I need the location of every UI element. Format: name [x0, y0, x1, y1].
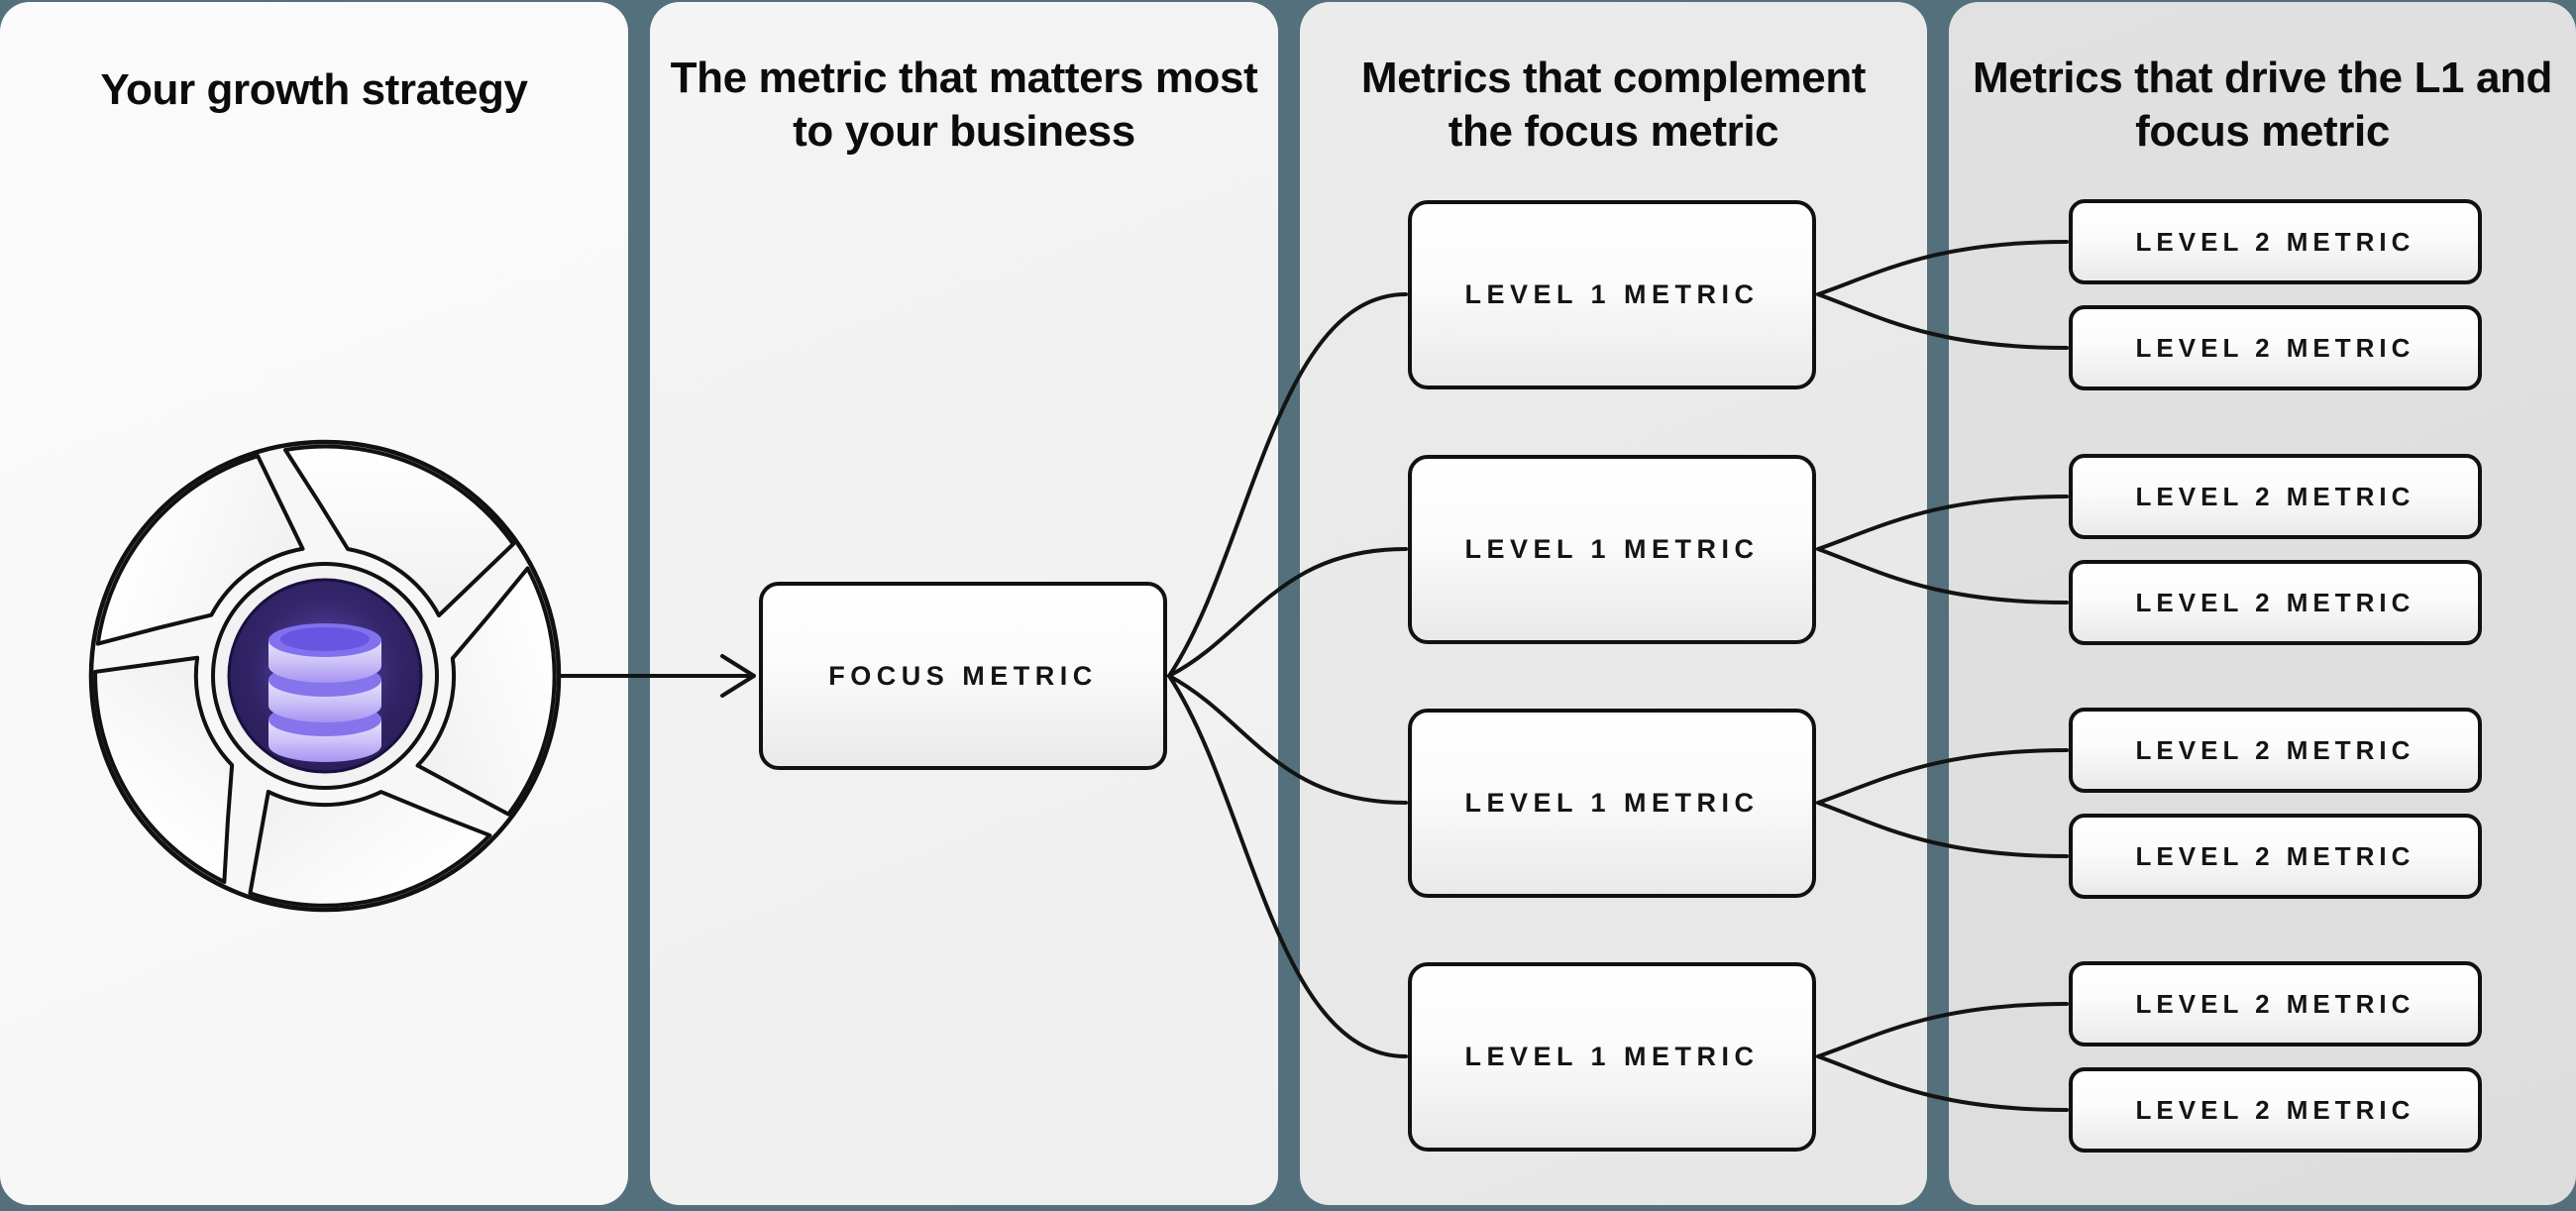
level2-metric-label: LEVEL 2 METRIC: [2135, 587, 2415, 617]
level2-metric-box-3: LEVEL 2 METRIC: [2069, 454, 2482, 539]
database-icon: [268, 623, 381, 762]
level1-metric-label: LEVEL 1 METRIC: [1464, 279, 1760, 309]
level2-metric-box-8: LEVEL 2 METRIC: [2069, 1067, 2482, 1153]
level2-metric-label: LEVEL 2 METRIC: [2135, 734, 2415, 765]
level2-metric-box-1: LEVEL 2 METRIC: [2069, 199, 2482, 284]
level1-metric-label: LEVEL 1 METRIC: [1464, 534, 1760, 564]
level2-metric-label: LEVEL 2 METRIC: [2135, 332, 2415, 363]
level1-metric-box-3: LEVEL 1 METRIC: [1408, 709, 1816, 898]
level1-metric-box-4: LEVEL 1 METRIC: [1408, 962, 1816, 1152]
level1-metric-box-2: LEVEL 1 METRIC: [1408, 455, 1816, 644]
level2-metric-box-6: LEVEL 2 METRIC: [2069, 814, 2482, 899]
level2-metric-label: LEVEL 2 METRIC: [2135, 988, 2415, 1019]
level1-metric-label: LEVEL 1 METRIC: [1464, 1042, 1760, 1071]
level1-metric-box-1: LEVEL 1 METRIC: [1408, 200, 1816, 389]
level2-metric-label: LEVEL 2 METRIC: [2135, 481, 2415, 511]
level2-metric-box-5: LEVEL 2 METRIC: [2069, 708, 2482, 793]
level2-metric-box-2: LEVEL 2 METRIC: [2069, 305, 2482, 390]
level2-metric-label: LEVEL 2 METRIC: [2135, 840, 2415, 871]
panel-title-focus-metric: The metric that matters most to your bus…: [670, 54, 1258, 156]
flywheel-icon: [88, 439, 562, 913]
level2-metric-box-7: LEVEL 2 METRIC: [2069, 961, 2482, 1046]
level2-metric-box-4: LEVEL 2 METRIC: [2069, 560, 2482, 645]
panel-title-level2-metrics: Metrics that drive the L1 and focus metr…: [1973, 54, 2552, 156]
focus-metric-box: FOCUS METRIC: [759, 582, 1167, 770]
level2-metric-label: LEVEL 2 METRIC: [2135, 226, 2415, 257]
panel-title-level1-metrics: Metrics that complement the focus metric: [1360, 54, 1867, 156]
panel-title-growth-strategy: Your growth strategy: [100, 65, 528, 114]
level1-metric-label: LEVEL 1 METRIC: [1464, 788, 1760, 818]
level2-metric-label: LEVEL 2 METRIC: [2135, 1094, 2415, 1125]
focus-metric-label: FOCUS METRIC: [828, 660, 1098, 691]
